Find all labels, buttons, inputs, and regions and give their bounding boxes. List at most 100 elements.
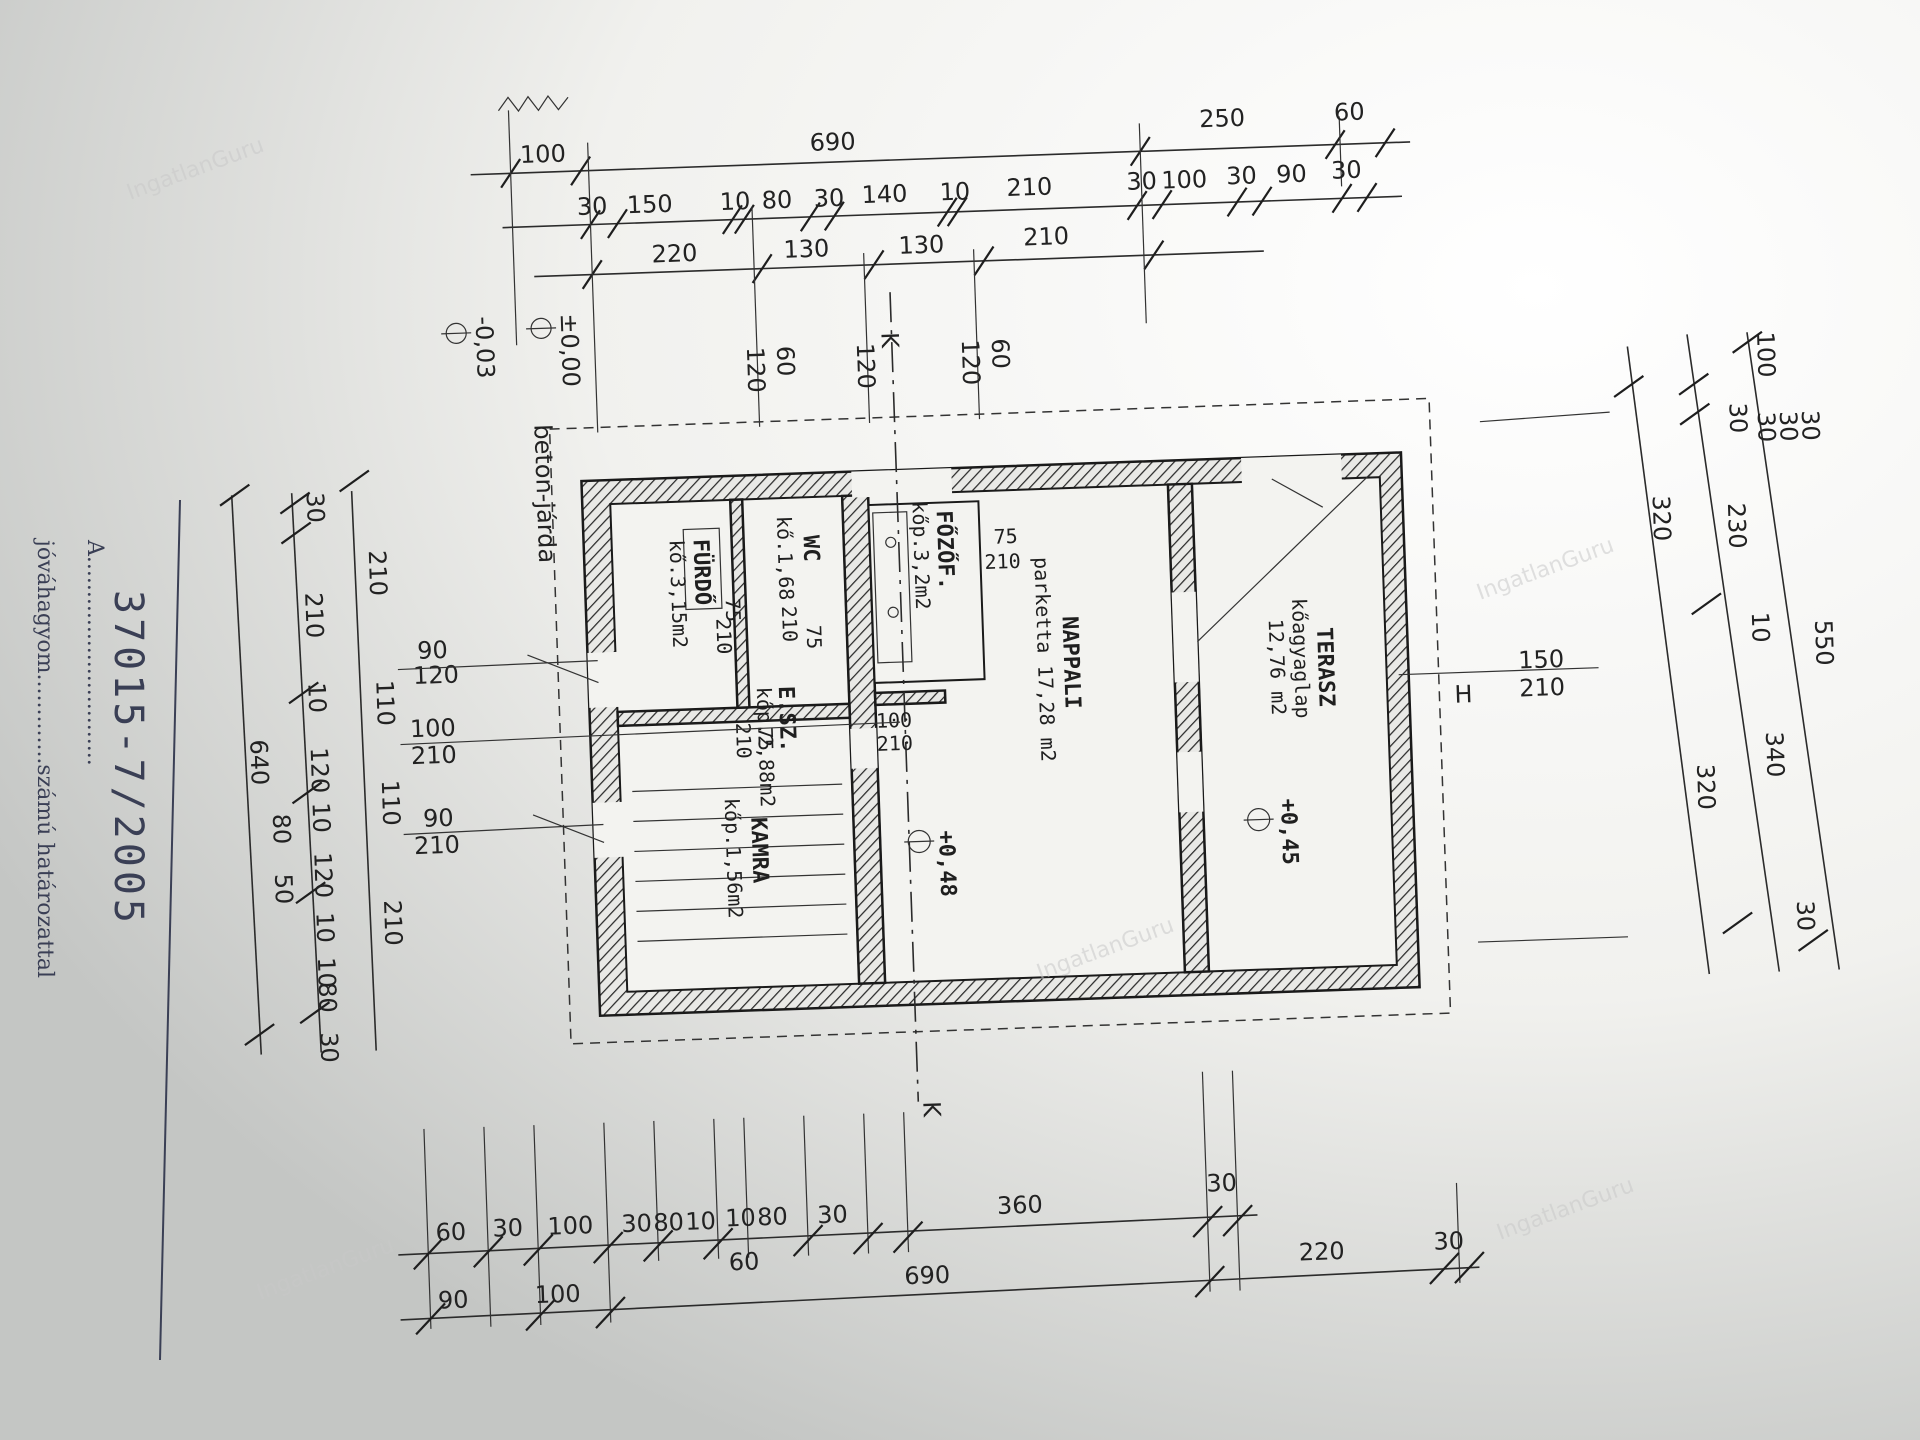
stair-lines xyxy=(632,783,848,942)
section-line-k xyxy=(889,292,920,1102)
vdim-120a: 120 xyxy=(741,346,771,393)
path-label: beton-járda xyxy=(528,424,561,564)
window-opening-terrace xyxy=(1241,454,1342,485)
level-terasz: +0,45 xyxy=(1275,798,1302,865)
room-wc-floor: kő.1,68 xyxy=(772,516,799,601)
left-dim-line-3 xyxy=(350,491,377,1051)
bathtub-fixture xyxy=(682,527,723,611)
bottom-dim-10b: 10 xyxy=(725,1203,757,1232)
left-inner-90b: 90 xyxy=(423,804,455,833)
top-dim2-10b: 10 xyxy=(939,177,971,206)
bottom-dim-30a: 30 xyxy=(492,1214,524,1243)
top-dim-60: 60 xyxy=(1334,98,1366,127)
room-wc-door-w: 75 xyxy=(802,625,827,650)
top-dim2-10a: 10 xyxy=(719,187,751,216)
left-dim-line-1 xyxy=(230,495,263,1055)
building-walls xyxy=(527,451,1421,1018)
right-dim-line-1 xyxy=(1626,346,1711,975)
left-dim-line-2 xyxy=(290,493,323,1053)
top-dim-line-3 xyxy=(534,250,1264,278)
top-dim2-100: 100 xyxy=(1161,165,1208,195)
window-leaf xyxy=(1271,478,1324,508)
drawing-group: 100 690 250 60 30 150 10 80 30 140 10 21… xyxy=(219,94,1841,1336)
room-wc-name: WC xyxy=(797,535,823,562)
stamp-number: 37015-7/2005 xyxy=(105,590,151,927)
room-furdo-name: FÜRDŐ xyxy=(688,538,716,605)
top-dim2-150: 150 xyxy=(626,190,673,220)
left-dim-120b: 120 xyxy=(308,852,338,899)
top-dim3-220: 220 xyxy=(651,239,698,269)
break-line xyxy=(497,94,569,113)
left-dim-80b: 80 xyxy=(267,813,296,845)
top-dim2-30e: 30 xyxy=(1331,156,1363,185)
stamp-line1: A.............................. xyxy=(82,539,107,766)
door-opening-1 xyxy=(587,651,620,708)
top-dim3-130b: 130 xyxy=(898,230,945,260)
kitchen-counter xyxy=(872,511,913,664)
bottom-dim2-90: 90 xyxy=(437,1286,469,1315)
level-outside-low: -0,03 xyxy=(470,316,500,379)
bottom-dim-30c: 30 xyxy=(817,1200,849,1229)
top-dim2-80: 80 xyxy=(761,186,793,215)
partition-wall-5 xyxy=(873,689,947,707)
bottom-dim-line-2 xyxy=(400,1266,1480,1321)
room-esz-floor: kőp.2,88m2 xyxy=(752,686,780,807)
top-dim2-210: 210 xyxy=(1006,172,1053,202)
right-dim-line-3 xyxy=(1746,332,1841,970)
right-dim-340: 340 xyxy=(1760,731,1790,778)
top-dimension-chains: 100 690 250 60 30 150 10 80 30 140 10 21… xyxy=(470,94,1411,433)
left-dim-210c: 210 xyxy=(378,899,408,946)
left-inner-120: 120 xyxy=(413,660,460,690)
room-furdo-door-w: 75 xyxy=(721,597,746,622)
right-dim-320a: 320 xyxy=(1647,495,1677,542)
door-opening-5 xyxy=(1177,751,1204,813)
partition-wall-3 xyxy=(616,702,852,728)
room-nappali-door-h: 210 xyxy=(876,731,913,756)
left-dim-10c: 10 xyxy=(310,912,339,944)
level-zero: ±0,00 xyxy=(555,313,586,387)
door-leaf-1 xyxy=(527,654,599,684)
partition-wall-4 xyxy=(728,498,751,710)
left-dim-10d: 10 xyxy=(312,957,341,989)
bottom-dim-10a: 10 xyxy=(685,1207,717,1236)
left-dim-640: 640 xyxy=(244,739,274,786)
top-dim2-30b: 30 xyxy=(813,184,845,213)
stamp-line2: jóváhagyom.............számú határozatta… xyxy=(32,537,57,978)
stove-burner-2 xyxy=(887,606,899,618)
left-inner-90a: 90 xyxy=(417,636,449,665)
top-dim-line-1 xyxy=(470,141,1411,176)
terasz-inner xyxy=(1190,476,1398,973)
stove-burner xyxy=(885,536,897,548)
vdim-120b: 120 xyxy=(851,343,881,390)
bottom-dim2-100: 100 xyxy=(534,1280,581,1310)
top-vertical-dims: 120 60 120 120 60 K xyxy=(741,332,1015,393)
top-ticks-row3 xyxy=(581,240,1165,290)
bottom-dim-60b: 60 xyxy=(728,1247,760,1276)
right-dimensions: 100 30 30 30 30 320 230 10 550 340 320 3… xyxy=(1398,330,1841,975)
right-dim-30d: 30 xyxy=(1796,410,1825,442)
right-dim-550: 550 xyxy=(1809,619,1839,666)
right-dim-line-2 xyxy=(1686,334,1781,972)
left-inner-210a: 210 xyxy=(410,741,457,771)
left-dim-210a: 210 xyxy=(363,550,393,597)
section-mark-top: K xyxy=(875,332,904,350)
right-opening-210: 210 xyxy=(1519,673,1566,703)
bottom-dim-30b: 30 xyxy=(621,1209,653,1238)
door-opening-3 xyxy=(850,727,878,769)
door-opening-2 xyxy=(592,801,625,858)
door-leaf-2 xyxy=(532,814,605,844)
room-terasz-floor: kőagyaglap xyxy=(1287,598,1315,719)
top-dim-100: 100 xyxy=(520,139,567,169)
bottom-dim-80a: 80 xyxy=(653,1208,685,1237)
room-labels: FÜRDŐ kő.3,15m2 75 210 WC kő.1,68 75 210… xyxy=(665,501,1339,919)
left-dim-120a: 120 xyxy=(305,747,335,794)
top-dim3-130a: 130 xyxy=(783,234,830,264)
left-dim-30b: 30 xyxy=(315,1032,344,1064)
approval-stamp: 37015-7/2005 A..........................… xyxy=(32,499,181,1361)
left-dim-80a: 80 xyxy=(313,982,342,1014)
top-dim-690: 690 xyxy=(809,127,856,157)
left-dim-110a: 110 xyxy=(370,680,400,727)
room-terasz-name: TERASZ xyxy=(1311,627,1339,707)
